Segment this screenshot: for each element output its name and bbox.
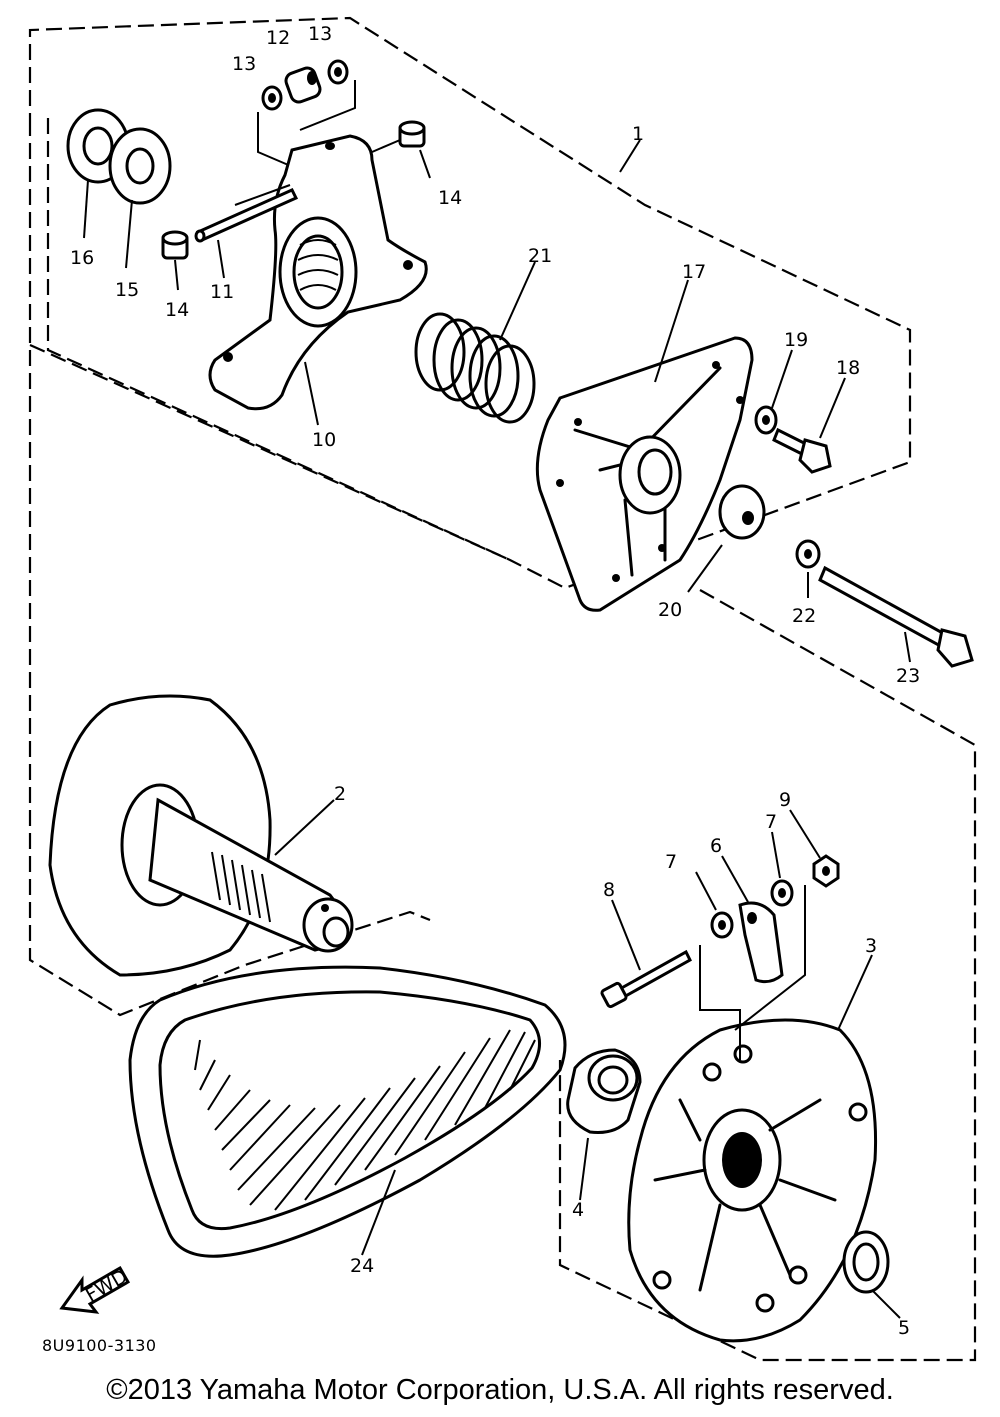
copyright-notice: ©2013 Yamaha Motor Corporation, U.S.A. A… (106, 1374, 894, 1406)
bracket-6a (699, 945, 741, 1060)
fwd-label: FWD (82, 1265, 131, 1306)
leader-24 (361, 1169, 396, 1256)
callout-15: 15 (115, 279, 139, 301)
washer-7-left (710, 911, 734, 939)
bolt-23 (818, 565, 974, 668)
callout-7-right: 7 (765, 811, 777, 833)
washer-15 (108, 127, 172, 205)
callout-1: 1 (632, 123, 644, 145)
leader-7-right (771, 831, 781, 879)
callout-10: 10 (312, 429, 336, 451)
leader-11 (217, 239, 225, 279)
bracket-13 (257, 112, 301, 171)
callout-24: 24 (350, 1255, 374, 1277)
callout-8: 8 (603, 879, 615, 901)
pin-11 (194, 188, 299, 243)
callout-3: 3 (865, 935, 877, 957)
cap-14-top (398, 120, 426, 148)
callout-13-right: 13 (308, 23, 332, 45)
leader-3 (837, 954, 873, 1031)
cap-14-left (161, 230, 189, 260)
leader-19 (771, 349, 793, 409)
leader-15 (125, 199, 133, 269)
callout-18: 18 (836, 357, 860, 379)
callout-14-left: 14 (165, 299, 189, 321)
nut-9 (812, 854, 840, 888)
callout-6: 6 (710, 835, 722, 857)
callout-12: 12 (266, 27, 290, 49)
cover-17 (535, 336, 754, 612)
leader-5 (871, 1289, 901, 1319)
washer-13-left (261, 85, 283, 111)
drawing-code: 8U9100-3130 (42, 1336, 157, 1355)
leader-9 (789, 809, 821, 859)
washer-7-right (770, 879, 794, 907)
leader-6 (721, 855, 749, 903)
callout-7-left: 7 (665, 851, 677, 873)
leader-7-left (695, 871, 717, 911)
callout-16: 16 (70, 247, 94, 269)
leader-16 (83, 179, 89, 239)
roller-12 (284, 66, 322, 104)
callout-19: 19 (784, 329, 808, 351)
callout-21: 21 (528, 245, 552, 267)
callout-2: 2 (334, 783, 346, 805)
fixed-sheave-2 (48, 694, 354, 977)
callout-20: 20 (658, 599, 682, 621)
callout-22: 22 (792, 605, 816, 627)
washer-5 (842, 1230, 890, 1294)
bolt-8 (600, 949, 692, 1009)
movable-sheave-3 (627, 1018, 878, 1343)
leader-2 (274, 799, 335, 856)
leader-1 (619, 139, 641, 173)
leader-21 (499, 261, 536, 341)
leader-14-left (174, 259, 179, 291)
leader-23 (904, 631, 911, 663)
leader-18 (819, 377, 846, 439)
weight-6 (738, 901, 784, 984)
leader-17 (654, 279, 689, 383)
washer-13-right (327, 59, 349, 85)
washer-20 (718, 484, 766, 540)
leader-10 (304, 361, 319, 426)
callout-5: 5 (898, 1317, 910, 1339)
forward-direction-arrow: FWD (59, 1265, 131, 1314)
leader-cap (371, 139, 401, 153)
callout-9: 9 (779, 789, 791, 811)
bracket-13b (299, 80, 356, 131)
callout-13-left: 13 (232, 53, 256, 75)
leader-4 (579, 1137, 589, 1201)
leader-8 (611, 899, 641, 971)
washer-19 (754, 405, 778, 435)
leader-20 (687, 544, 723, 593)
callout-4: 4 (572, 1199, 584, 1221)
callout-11: 11 (210, 281, 234, 303)
leader-14-top (419, 149, 431, 179)
callout-14-top: 14 (438, 187, 462, 209)
bracket-6b (734, 885, 806, 1031)
belt-24 (128, 965, 567, 1258)
spider-10 (208, 134, 428, 411)
leader-pin (234, 184, 291, 206)
spring-21 (414, 312, 536, 424)
bolt-18 (772, 427, 832, 474)
callout-17: 17 (682, 261, 706, 283)
bush-4 (566, 1048, 642, 1134)
washer-22 (795, 539, 821, 569)
callout-23: 23 (896, 665, 920, 687)
